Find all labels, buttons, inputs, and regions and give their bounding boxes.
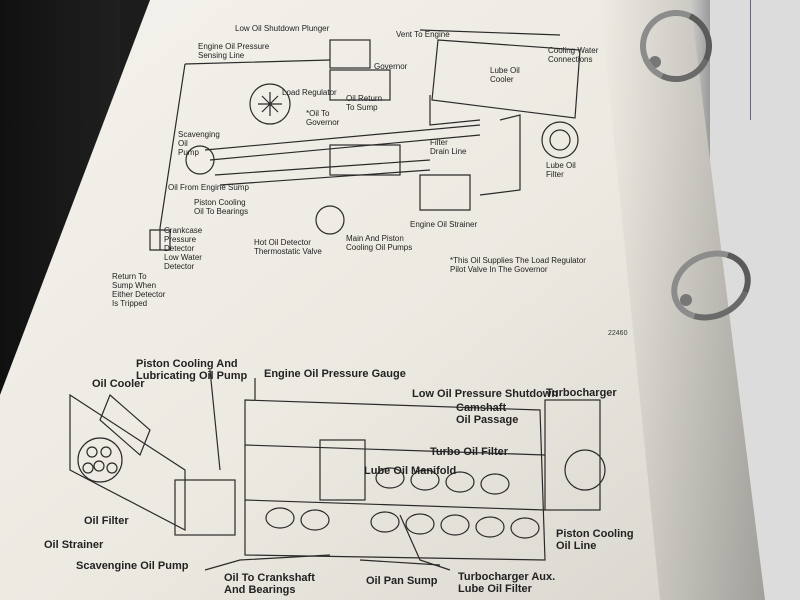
label-low-oil-pressure-shutdown: Low Oil Pressure Shutdown	[412, 388, 559, 400]
oil-cooler-core	[99, 393, 151, 457]
label-oil-pan-sump: Oil Pan Sump	[366, 575, 438, 587]
engine-decks	[244, 444, 546, 511]
label-oil-to-governor: *Oil To Governor	[306, 109, 340, 127]
low-oil-shutdown-plunger-box	[329, 39, 371, 69]
pump-block	[329, 144, 401, 176]
label-piston-cooling-oil-line: Piston Cooling Oil Line	[556, 528, 634, 552]
label-engine-oil-pressure-sensing-line: Engine Oil Pressure Sensing Line	[198, 42, 270, 60]
label-lube-oil-manifold: Lube Oil Manifold	[364, 465, 457, 477]
label-scavenging-oil-pump: Scavengine Oil Pump	[76, 560, 189, 572]
load-regulator-wheel	[249, 83, 291, 125]
ring-hole-top	[649, 56, 661, 68]
scavenging-pump-circle	[185, 145, 215, 175]
label-cooling-water-connections: Cooling Water Connections	[548, 46, 599, 64]
label-engine-oil-strainer: Engine Oil Strainer	[410, 220, 478, 229]
label-turbocharger: Turbocharger	[546, 387, 617, 399]
label-vent-to-engine: Vent To Engine	[396, 30, 450, 39]
label-oil-from-engine-sump: Oil From Engine Sump	[168, 183, 249, 192]
label-turbo-oil-filter: Turbo Oil Filter	[430, 446, 509, 458]
gauge-lines	[209, 369, 256, 471]
engine-oil-strainer	[419, 174, 471, 211]
lube-oil-manifold-block	[319, 439, 366, 501]
label-load-regulator: Load Regulator	[282, 88, 337, 97]
cooler-return-lines	[429, 95, 521, 196]
label-lube-oil-cooler: Lube Oil Cooler	[490, 66, 520, 84]
label-governor: Governor	[374, 62, 408, 71]
label-oil-cooler: Oil Cooler	[92, 378, 145, 390]
label-lube-oil-filter: Lube Oil Filter	[546, 161, 576, 179]
label-filter-drain-line: Filter Drain Line	[430, 138, 467, 156]
lube-oil-filter-inner	[549, 129, 571, 151]
sump-lines	[204, 554, 441, 571]
oil-cooler-panel	[69, 393, 186, 531]
ring-hole-bottom	[680, 294, 692, 306]
label-scavenging-oil-pump: Scavenging Oil Pump	[178, 130, 220, 157]
upper-schematic	[149, 29, 581, 251]
label-footnote: *This Oil Supplies The Load Regulator Pi…	[450, 256, 586, 274]
label-oil-to-crankshaft-and-bearings: Oil To Crankshaft And Bearings	[224, 572, 315, 596]
label-oil-strainer: Oil Strainer	[44, 539, 104, 551]
governor-box	[329, 69, 391, 101]
label-piston-cooling-and-lubricating-oil-pump: Piston Cooling And Lubricating Oil Pump	[136, 358, 248, 382]
oil-cooler-circle	[77, 437, 123, 483]
figure-number: 22460	[608, 330, 628, 337]
engine-block	[244, 399, 546, 561]
label-engine-oil-pressure-gauge: Engine Oil Pressure Gauge	[264, 368, 406, 380]
label-hot-oil-detector: Hot Oil Detector Thermostatic Valve	[254, 238, 322, 256]
lower-schematic	[69, 369, 606, 571]
label-low-oil-shutdown-plunger: Low Oil Shutdown Plunger	[235, 24, 330, 33]
lube-oil-filter-circle	[541, 121, 579, 159]
turbocharger-wheel	[564, 449, 606, 491]
oil-pipes	[204, 124, 481, 186]
scavenging-pump-housing	[174, 479, 236, 536]
sensing-line	[159, 59, 331, 229]
label-oil-return-to-sump: Oil Return To Sump	[346, 94, 383, 112]
crankcase-detector-box	[149, 228, 171, 251]
main-pump-circle	[315, 205, 345, 235]
paper-sheet	[0, 0, 765, 600]
label-camshaft-oil-passage: Camshaft Oil Passage	[456, 402, 519, 426]
lube-oil-cooler-box	[431, 39, 581, 119]
label-crankcase-pressure-detector: Crankcase Pressure Detector Low Water De…	[164, 226, 203, 271]
label-piston-cooling-oil-to-bearings: Piston Cooling Oil To Bearings	[194, 198, 249, 216]
turbocharger-housing	[544, 399, 601, 511]
vent-line	[419, 29, 561, 36]
load-regulator-spokes	[258, 92, 282, 116]
label-main-and-piston-cooling-oil-pumps: Main And Piston Cooling Oil Pumps	[346, 234, 413, 252]
label-turbocharger-aux-lube-oil-filter: Turbocharger Aux. Lube Oil Filter	[458, 571, 556, 595]
label-return-to-sump: Return To Sump When Either Detector Is T…	[112, 272, 166, 308]
aux-filter-line	[399, 514, 451, 571]
label-oil-filter: Oil Filter	[84, 515, 129, 527]
